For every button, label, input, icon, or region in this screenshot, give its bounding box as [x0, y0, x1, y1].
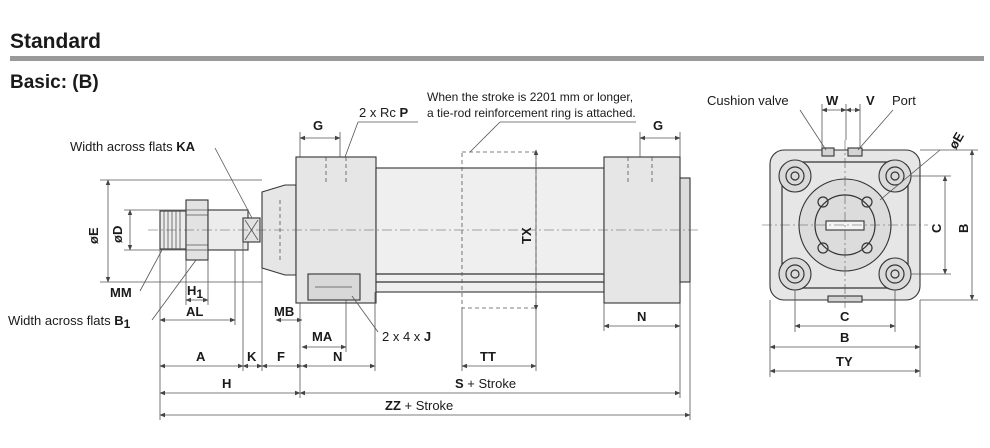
- tie-rod-nut-br: [878, 257, 912, 291]
- label-h: H: [222, 376, 231, 391]
- label-s-plus-stroke: S + Stroke: [455, 376, 516, 391]
- label-tx: TX: [519, 227, 534, 244]
- label-f: F: [277, 349, 285, 364]
- label-v: V: [866, 93, 875, 108]
- label-k: K: [247, 349, 257, 364]
- end-view-dimensions: [769, 104, 978, 377]
- label-a: A: [196, 349, 206, 364]
- label-cushion-valve: Cushion valve: [707, 93, 789, 108]
- label-mm: MM: [110, 285, 132, 300]
- port: [847, 147, 863, 157]
- label-rc-p: 2 x Rc P: [359, 105, 408, 120]
- label-b-vertical: B: [956, 224, 971, 233]
- tie-rod-nut-bl: [778, 257, 812, 291]
- note-line-2: a tie-rod reinforcement ring is attached…: [427, 106, 636, 120]
- label-al: AL: [186, 304, 203, 319]
- label-w: W: [826, 93, 839, 108]
- label-zz-plus-stroke: ZZ + Stroke: [385, 398, 453, 413]
- label-mb: MB: [274, 304, 294, 319]
- label-b-horizontal: B: [840, 330, 849, 345]
- label-port: Port: [892, 93, 916, 108]
- label-c-horizontal: C: [840, 309, 850, 324]
- label-h1: H1: [187, 283, 203, 301]
- end-view-labels: Cushion valve W V Port øE C B C B TY: [707, 93, 971, 369]
- label-ma: MA: [312, 329, 333, 344]
- heading-rule: [10, 56, 984, 61]
- sub-heading: Basic: (B): [10, 72, 99, 93]
- label-j: 2 x 4 x J: [382, 329, 431, 344]
- label-g-left: G: [313, 118, 323, 133]
- section-heading: Standard: [10, 30, 102, 53]
- label-phi-e-right: øE: [946, 129, 967, 151]
- label-phi-e-left: øE: [86, 227, 101, 244]
- cushion-valve: [821, 147, 835, 157]
- side-view-dimensions: [100, 121, 691, 420]
- label-width-across-flats-ka: Width across flats KA: [70, 139, 196, 154]
- side-view-labels: Width across flats KA Width across flats…: [8, 90, 663, 413]
- label-n-right: N: [637, 309, 646, 324]
- label-g-right: G: [653, 118, 663, 133]
- tie-rod-nut-tl: [778, 159, 812, 193]
- label-width-across-flats-b1: Width across flats B1: [8, 313, 131, 331]
- end-view: [762, 140, 928, 308]
- label-phi-d: øD: [110, 226, 125, 243]
- note-line-1: When the stroke is 2201 mm or longer,: [427, 90, 633, 104]
- label-ty: TY: [836, 354, 853, 369]
- label-c-vertical: C: [929, 223, 944, 233]
- label-n-left: N: [333, 349, 342, 364]
- side-view: [148, 151, 700, 309]
- label-tt: TT: [480, 349, 496, 364]
